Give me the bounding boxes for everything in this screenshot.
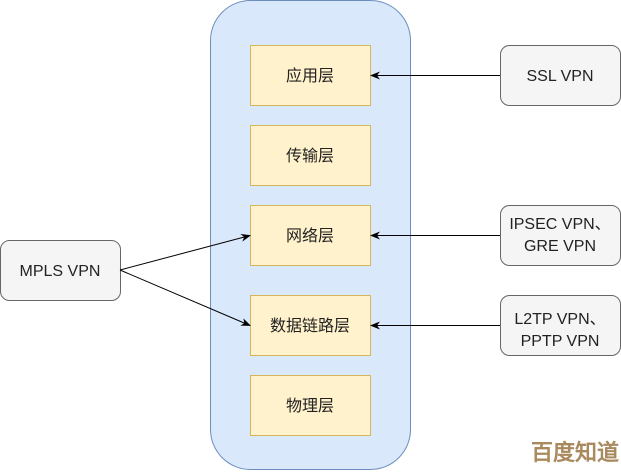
box-label: GRE VPN <box>524 238 596 255</box>
mpls-vpn-box: MPLS VPN <box>0 240 121 301</box>
layer-transport: 传输层 <box>250 125 371 186</box>
layer-label: 数据链路层 <box>270 317 350 335</box>
arrow-mpls-to-data-link <box>119 269 251 326</box>
layer-network: 网络层 <box>250 205 371 266</box>
watermark-logo: 百度知道 <box>531 440 619 465</box>
ssl-vpn-box: SSL VPN <box>500 45 621 106</box>
layer-label: 传输层 <box>286 147 334 165</box>
box-label: PPTP VPN <box>521 333 600 350</box>
box-label: SSL VPN <box>527 68 594 85</box>
ipsec-gre-vpn-box: IPSEC VPN、 GRE VPN <box>500 205 621 266</box>
layer-label: 网络层 <box>286 226 334 245</box>
layer-application: 应用层 <box>250 45 371 106</box>
box-label: MPLS VPN <box>20 263 101 280</box>
arrow-mpls-to-network <box>119 233 251 271</box>
box-label: L2TP VPN、 <box>514 311 605 328</box>
box-label: IPSEC VPN、 <box>509 216 610 233</box>
l2tp-pptp-vpn-box: L2TP VPN、 PPTP VPN <box>500 295 621 356</box>
layer-physical: 物理层 <box>250 375 371 436</box>
layer-label: 物理层 <box>286 397 334 415</box>
layer-label: 应用层 <box>286 66 334 85</box>
layer-data-link: 数据链路层 <box>250 295 371 356</box>
